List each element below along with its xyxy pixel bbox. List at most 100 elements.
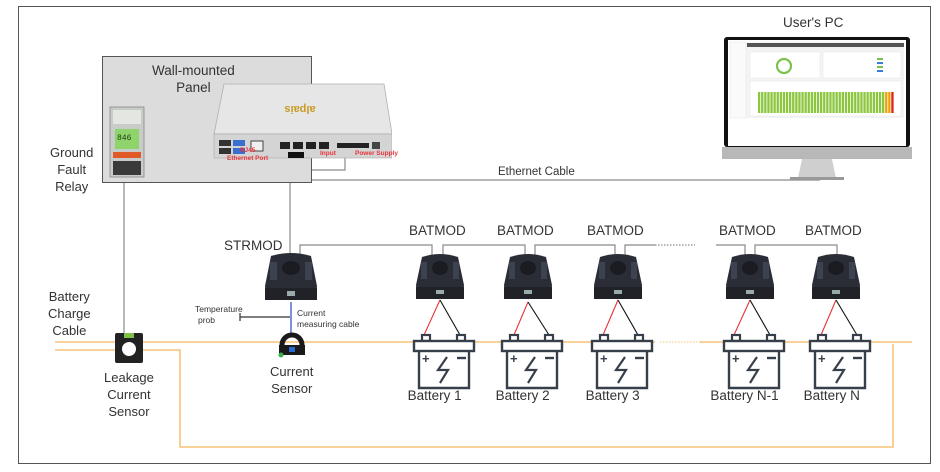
screen-bar [869,92,872,113]
screen-bar [832,92,835,113]
screen-bar [835,92,838,113]
screen-bar [860,92,863,113]
gateway-device: alpais [213,83,392,159]
leakage-current-sensor-label: Leakage Current Sensor [104,369,154,420]
screen-bar [792,92,795,113]
current-sensor-label: Current Sensor [270,363,313,397]
diagram-frame [18,6,931,464]
svg-text:846: 846 [117,134,132,143]
battery-label: Battery 3 [585,388,640,403]
rj45-port [250,140,264,152]
screen-bar [779,92,782,113]
users-pc-label: User's PC [783,15,844,30]
screen-donut-chart [775,57,793,75]
battery-icon: + [590,333,654,390]
leakage-label-line1: Leakage [104,370,154,385]
wall-panel-label: Wall-mounted Panel [152,62,235,96]
screen-bar [764,92,767,113]
ground-fault-label-line1: Ground [50,145,94,160]
screen-bar [847,92,851,113]
strmod-label: STRMOD [224,238,283,253]
screen-bar [785,92,789,113]
screen-bar [813,92,817,113]
screen-bar [804,92,807,113]
screen-bar [854,92,857,113]
monitor-chin [722,147,912,159]
relay-display [115,129,139,149]
screen-bar [807,92,810,113]
current-measuring-cable-label: Current measuring cable [297,308,359,330]
temperature-label-line1: Temperature [195,304,243,314]
batmod-bus-1 [442,244,526,255]
battery-icon: + [722,333,786,390]
batmod-bus-3 [624,244,655,255]
relay-buttons [113,152,141,158]
ethernet-cable-label: Ethernet Cable [498,166,575,178]
current-sensor-label-line1: Current [270,364,314,379]
screen-bar [882,92,885,113]
current-cable-label-line1: Current [297,308,326,318]
screen-bar [816,92,820,113]
screen-bar [801,92,804,113]
current-cable-label-line2: measuring cable [297,319,360,329]
screen-bar [758,92,761,113]
power-port [372,142,380,149]
screen-bar [866,92,869,113]
batmod-label: BATMOD [805,223,862,238]
screen-bar [826,92,829,113]
plus-sign: + [600,351,608,366]
lightning-icon [745,356,760,384]
power-supply-label: Power Supply [355,150,398,157]
lightning-icon [523,356,538,384]
battery-label: Battery N [803,388,860,403]
current-sensor-label-line2: Sensor [271,381,313,396]
battery-charge-label-line1: Battery [48,289,90,304]
screen-bar [851,92,854,113]
screen-bar [875,92,879,113]
batmod-bus-4 [716,244,746,255]
temperature-label-line2: prob [198,315,216,325]
wall-panel-label-line1: Wall-mounted [152,63,235,78]
ground-fault-relay-label: Ground Fault Relay [50,144,93,195]
wall-panel-label-line2: Panel [176,80,211,95]
ground-fault-relay-device: 846 [109,106,145,178]
battery-label: Battery 2 [495,388,550,403]
batmod-label: BATMOD [719,223,776,238]
plus-sign: + [510,351,518,366]
screen-bar [863,92,866,113]
lightning-icon [831,356,846,384]
lightning-icon [435,356,450,384]
batmod-module [812,254,860,299]
ground-fault-label-line2: Fault [57,162,87,177]
plus-sign: + [422,351,430,366]
batmod-module [416,254,464,299]
battery-charge-label-line2: Charge [48,306,91,321]
strmod-module [265,253,317,300]
battery-label: Battery N-1 [710,388,779,403]
screen-bar [820,92,823,113]
screen-bar [844,92,848,113]
screen-bar [776,92,779,113]
screen-bar [770,92,773,113]
battery-icon: + [412,333,476,390]
screen-bar [829,92,832,113]
current-sensor-device [278,332,305,358]
battery-charge-cable-label: Battery Charge Cable [48,288,91,339]
rj45-label-line1: RJ45 [239,147,256,154]
batmod-bus-5 [754,244,838,255]
rj45-label-line2: Ethernet Port [227,155,269,162]
leakage-current-sensor-device [115,333,143,363]
batmod-label: BATMOD [409,223,466,238]
battery-icon: + [500,333,564,390]
batmod-module [726,254,774,299]
input-terminal [337,143,369,148]
screen-bar [823,92,826,113]
screen-bar [795,92,798,113]
screen-bar [872,92,875,113]
batmod-label: BATMOD [497,223,554,238]
screen-bar [857,92,860,113]
monitor-stand [798,159,836,178]
input-label: Input [320,150,336,157]
batmod-module [504,254,552,299]
lightning-icon [613,356,628,384]
